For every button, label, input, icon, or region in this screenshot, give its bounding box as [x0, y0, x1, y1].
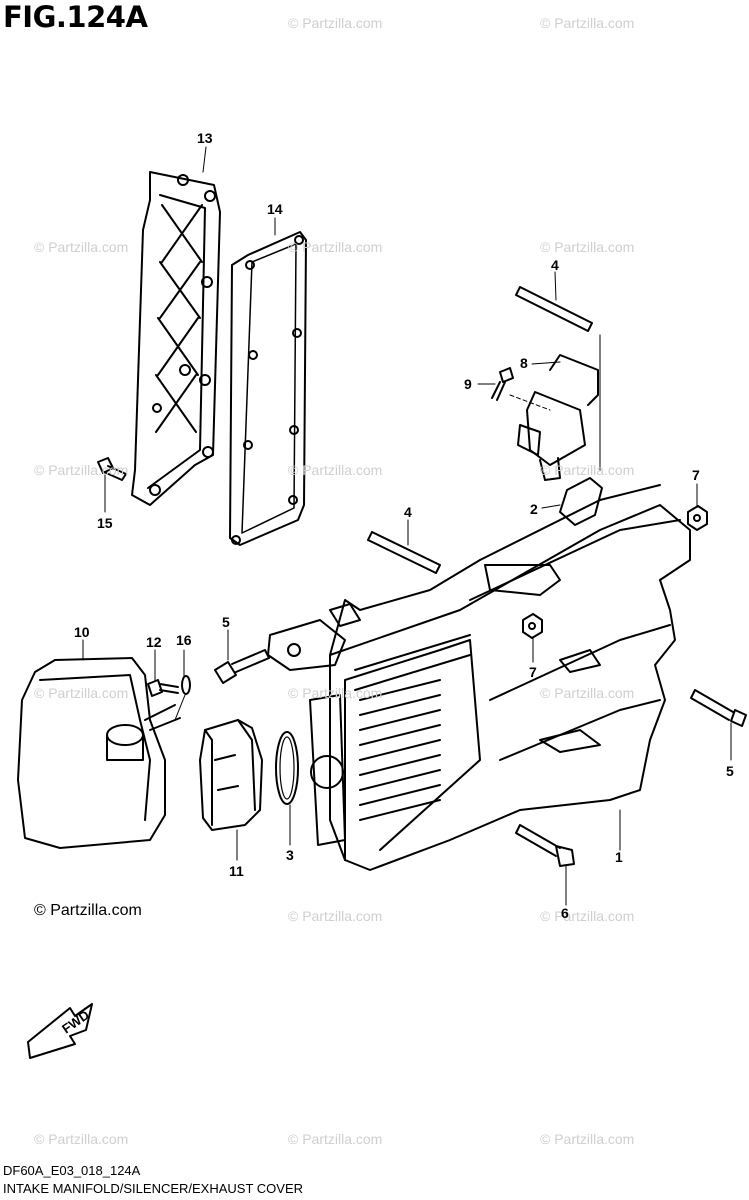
watermark: © Partzilla.com — [540, 239, 635, 255]
watermark: © Partzilla.com — [540, 15, 635, 31]
callout-13[interactable]: 13 — [197, 130, 213, 146]
watermark: © Partzilla.com — [540, 908, 635, 924]
exhaust-cover-gasket — [229, 231, 307, 546]
silencer-sleeve — [199, 719, 263, 831]
watermark: © Partzilla.com — [540, 1131, 635, 1147]
exhaust-cover-plate — [131, 171, 221, 506]
stud-upper — [515, 286, 593, 332]
callout-2[interactable]: 2 — [530, 501, 538, 517]
callout-6[interactable]: 6 — [561, 905, 569, 921]
screw-12 — [147, 679, 179, 697]
screw-9 — [491, 367, 514, 401]
callout-7-center[interactable]: 7 — [529, 664, 537, 680]
valve-assembly — [517, 354, 599, 481]
watermark: © Partzilla.com — [288, 239, 383, 255]
bolt-5-left — [214, 649, 270, 684]
watermark: © Partzilla.com — [288, 15, 383, 31]
callout-8[interactable]: 8 — [520, 355, 528, 371]
callout-15[interactable]: 15 — [97, 515, 113, 531]
watermark: © Partzilla.com — [34, 1131, 129, 1147]
intake-manifold — [267, 484, 691, 871]
washer-16 — [181, 675, 191, 695]
callout-9[interactable]: 9 — [464, 376, 472, 392]
bolt-6 — [515, 824, 575, 867]
watermark: © Partzilla.com — [34, 685, 129, 701]
callout-7-right[interactable]: 7 — [692, 467, 700, 483]
callout-16[interactable]: 16 — [176, 632, 192, 648]
nut-7-right — [687, 505, 708, 531]
diagram-caption: INTAKE MANIFOLD/SILENCER/EXHAUST COVER — [3, 1181, 304, 1196]
o-ring-2 — [559, 477, 603, 526]
watermark: © Partzilla.com — [34, 239, 129, 255]
watermark: © Partzilla.com — [288, 462, 383, 478]
callout-3[interactable]: 3 — [286, 847, 294, 863]
fwd-arrow-icon — [27, 1003, 93, 1059]
o-ring-3 — [275, 731, 299, 805]
callout-12[interactable]: 12 — [146, 634, 162, 650]
bolt-15 — [97, 457, 127, 481]
watermark: © Partzilla.com — [540, 462, 635, 478]
watermark: © Partzilla.com — [34, 462, 129, 478]
figure-title: FIG.124A — [3, 0, 148, 34]
callout-14[interactable]: 14 — [267, 201, 283, 217]
silencer — [17, 657, 181, 849]
callout-11[interactable]: 11 — [229, 863, 244, 879]
callout-10[interactable]: 10 — [74, 624, 90, 640]
copyright-notice: © Partzilla.com — [34, 902, 142, 919]
watermark: © Partzilla.com — [288, 685, 383, 701]
callout-1[interactable]: 1 — [615, 849, 623, 865]
nut-7-center — [522, 613, 543, 639]
callout-4-lower[interactable]: 4 — [404, 504, 412, 520]
bolt-5-right — [690, 689, 747, 727]
leader-lines — [82, 146, 732, 906]
watermark: © Partzilla.com — [540, 685, 635, 701]
callout-5-left[interactable]: 5 — [222, 614, 230, 630]
stud-lower — [367, 531, 441, 574]
diagram-code: DF60A_E03_018_124A — [3, 1163, 141, 1178]
watermark: © Partzilla.com — [288, 908, 383, 924]
callout-5-right[interactable]: 5 — [726, 763, 734, 779]
callout-4-upper[interactable]: 4 — [551, 257, 559, 273]
watermark: © Partzilla.com — [288, 1131, 383, 1147]
